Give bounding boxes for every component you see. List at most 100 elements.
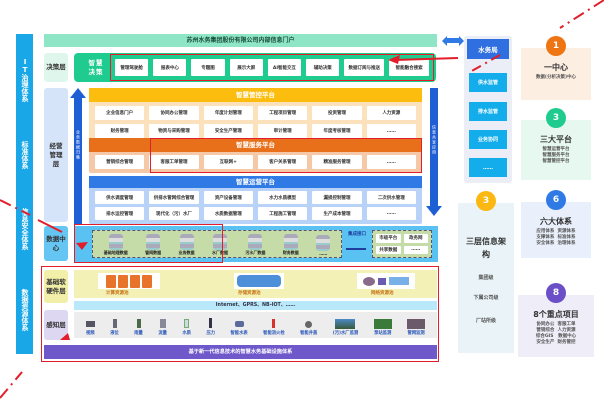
control-item[interactable]: 物资与采购管理 bbox=[149, 124, 199, 138]
sensor-item[interactable]: 流量 bbox=[158, 319, 167, 336]
operation-item[interactable]: 二次供水管理 bbox=[366, 191, 416, 204]
service-item[interactable]: 客服工单管理 bbox=[149, 155, 199, 169]
control-item[interactable]: 工程项目管理 bbox=[257, 106, 308, 120]
sensor-item[interactable]: 雨量 bbox=[134, 319, 143, 336]
database-icon bbox=[179, 234, 194, 250]
external-item[interactable]: 政务网 bbox=[403, 234, 428, 243]
control-item[interactable]: 投资管理 bbox=[312, 106, 362, 120]
control-item[interactable]: 年度计划管理 bbox=[203, 106, 253, 120]
sensor-item[interactable]: 视频 bbox=[85, 321, 95, 336]
integration-interface-label: 集成接口 bbox=[348, 232, 366, 237]
decision-item[interactable]: 辅助决策 bbox=[306, 59, 340, 76]
infrastructure-layer-label: 基础软硬件层 bbox=[44, 270, 68, 303]
integration-arrow-icon bbox=[346, 248, 366, 250]
sensor-item[interactable]: 智能消火栓 bbox=[263, 319, 285, 336]
operation-item[interactable]: 现代化（污）水厂 bbox=[149, 207, 199, 220]
network-monitor-icon bbox=[407, 319, 426, 329]
card-title: 一中心 bbox=[544, 63, 568, 72]
double-arrow-icon bbox=[446, 38, 460, 43]
service-item[interactable]: 客户关系管理 bbox=[257, 155, 308, 169]
card-line: 智慧管控平台 bbox=[542, 159, 570, 164]
sensor-item[interactable]: 智能水表 bbox=[231, 321, 248, 336]
card-title: 8个重点项目 bbox=[533, 310, 579, 319]
sidebar-data-resources: 数据资源体系 bbox=[21, 288, 29, 331]
storage-pool-icon bbox=[234, 273, 284, 289]
up-arrow-icon bbox=[70, 88, 86, 98]
decision-item[interactable]: AI智能交互 bbox=[267, 59, 302, 76]
operation-item[interactable]: 供排水管网综合管理 bbox=[149, 191, 199, 204]
sensor-item[interactable]: 水质 bbox=[182, 319, 191, 336]
operation-item[interactable]: 供水调度管理 bbox=[95, 191, 145, 204]
operation-item[interactable]: 生产成本管理 bbox=[312, 207, 362, 220]
org-item[interactable]: …… bbox=[469, 158, 507, 177]
summary-card-three-tier: 3 三层信息架构 集团级 下属公司级 厂站所级 bbox=[458, 191, 514, 353]
sidebar-it-governance: IT治理体系 bbox=[21, 57, 29, 102]
service-item[interactable]: …… bbox=[366, 155, 416, 169]
control-item[interactable]: …… bbox=[366, 124, 416, 138]
database-item[interactable]: 财务数据 bbox=[283, 234, 299, 256]
service-platform-title: 智慧服务平台 bbox=[89, 138, 422, 152]
sensor-item[interactable]: 压力 bbox=[206, 318, 215, 336]
card-number: 6 bbox=[546, 190, 566, 210]
operation-item[interactable]: 工程施工管理 bbox=[257, 207, 308, 220]
org-head[interactable]: 水务局 bbox=[467, 39, 509, 59]
service-item[interactable]: 互联网+ bbox=[203, 155, 253, 169]
operation-item[interactable]: 漏损控制管理 bbox=[312, 191, 362, 204]
control-item[interactable]: 年度考核管理 bbox=[312, 124, 362, 138]
control-item[interactable]: 安全生产管理 bbox=[203, 124, 253, 138]
external-item[interactable]: 市级平台 bbox=[376, 234, 401, 243]
resource-pools-panel: 计算资源池 存储资源池 网络资源池 bbox=[74, 270, 437, 298]
data-center-layer-label: 数据中心 bbox=[44, 226, 68, 261]
sensor-item[interactable]: 管网监测 bbox=[407, 319, 426, 336]
sensor-item[interactable]: 泵站监测 bbox=[373, 319, 392, 336]
governance-sidebar: IT治理体系 标准体系 信息安全体系 数据资源体系 bbox=[16, 34, 33, 354]
smart-decision-panel: 智慧决策 管理驾驶舱 报表中心 专题图 展示大屏 AI智能交互 辅助决策 数据订… bbox=[74, 53, 436, 82]
decision-item[interactable]: 展示大屏 bbox=[229, 59, 263, 76]
hydrant-icon bbox=[272, 319, 276, 328]
operation-item[interactable]: 资产设备管理 bbox=[203, 191, 253, 204]
card-line: 集团级 bbox=[478, 275, 494, 281]
control-item[interactable]: 财务管理 bbox=[95, 124, 145, 138]
sensor-item[interactable]: 智能井盖 bbox=[300, 321, 317, 336]
control-item[interactable]: 人力资源 bbox=[366, 106, 416, 120]
sensor-item[interactable]: 液位 bbox=[110, 319, 119, 336]
database-item[interactable]: 业务数据 bbox=[179, 234, 195, 256]
external-data-group: 市级平台 政务网 共享数据 …… bbox=[372, 230, 432, 258]
card-number: 3 bbox=[476, 191, 496, 211]
operation-item[interactable]: 水力水质模型 bbox=[257, 191, 308, 204]
control-item[interactable]: 企业信息门户 bbox=[95, 106, 145, 120]
operation-item[interactable]: 水质数据管理 bbox=[203, 207, 253, 220]
operation-item[interactable]: 排水运控管理 bbox=[95, 207, 145, 220]
external-item[interactable]: …… bbox=[403, 245, 428, 254]
decision-item[interactable]: 专题图 bbox=[191, 59, 225, 76]
operation-item[interactable]: …… bbox=[366, 207, 416, 220]
service-platform: 智慧服务平台 营销综合管理 客服工单管理 互联网+ 客户关系管理 精准服务管理 … bbox=[89, 138, 422, 173]
service-item[interactable]: 营销综合管理 bbox=[95, 155, 145, 169]
database-item[interactable]: …… bbox=[316, 235, 331, 256]
control-item[interactable]: 审计管理 bbox=[257, 124, 308, 138]
org-item[interactable]: 供水监管 bbox=[469, 73, 507, 92]
summary-card-eight-projects: 8 8个重点项目 协同办公 客服工单 营销综合 人力资源 综合GIS 数据中心 … bbox=[518, 283, 594, 357]
network-pool-icon bbox=[357, 273, 415, 289]
card-line: 智慧服务平台 bbox=[542, 153, 570, 158]
infrastructure-footer: 基于新一代信息技术的智慧水务基础设施体系 bbox=[44, 345, 437, 359]
decision-item[interactable]: 管理驾驶舱 bbox=[115, 59, 149, 76]
database-item[interactable]: 管网数据 bbox=[145, 234, 161, 256]
summary-card-six-systems: 6 六大体系 应用体系 资源体系 支撑体系 标准体系 安全体系 治理体系 bbox=[521, 190, 591, 258]
down-arrow-label: 信息共享应用 bbox=[432, 125, 437, 155]
operation-platform-title: 智慧运营平台 bbox=[89, 176, 422, 188]
operation-platform: 智慧运营平台 供水调度管理 供排水管网综合管理 资产设备管理 水力水质模型 漏损… bbox=[89, 176, 422, 224]
database-item[interactable]: 水厂数据 bbox=[212, 234, 228, 256]
org-item[interactable]: 排水监管 bbox=[469, 102, 507, 121]
database-item[interactable]: 基础地理数据 bbox=[104, 234, 128, 256]
decision-item[interactable]: 智能融合搜索 bbox=[389, 59, 430, 76]
sensor-item[interactable]: (污)水厂监测 bbox=[333, 319, 358, 336]
level-sensor-icon bbox=[112, 319, 117, 328]
database-item[interactable]: 污水厂数据 bbox=[245, 234, 265, 256]
service-item[interactable]: 精准服务管理 bbox=[312, 155, 362, 169]
org-item[interactable]: 业务协同 bbox=[469, 130, 507, 149]
control-item[interactable]: 协同办公管理 bbox=[149, 106, 199, 120]
decision-item[interactable]: 报表中心 bbox=[153, 59, 187, 76]
external-item[interactable]: 共享数据 bbox=[376, 245, 401, 254]
decision-item[interactable]: 数据订阅与推送 bbox=[344, 59, 385, 76]
